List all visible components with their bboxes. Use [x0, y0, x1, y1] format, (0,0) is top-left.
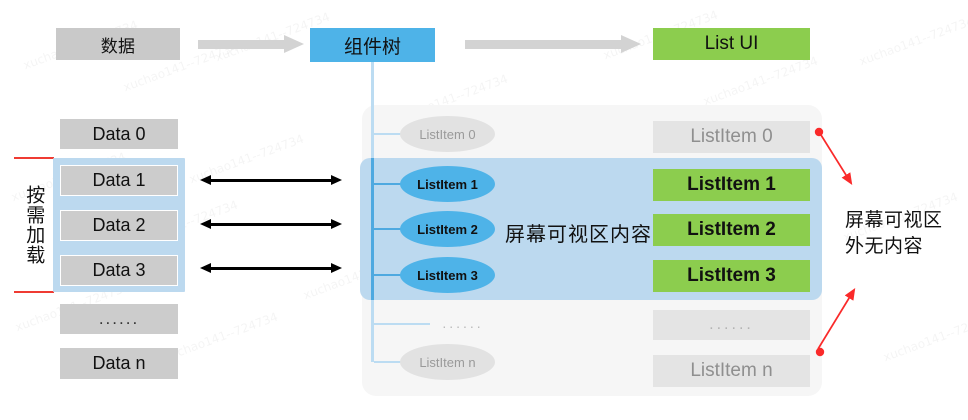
offscreen-note-line2: 外无内容 — [845, 235, 924, 257]
tree-branch-1 — [374, 183, 404, 185]
offscreen-note: 屏幕可视区 外无内容 — [845, 208, 960, 259]
tree-node-listitem-2[interactable]: ListItem 2 — [400, 211, 495, 247]
data-item-1[interactable]: Data 1 — [60, 165, 178, 196]
tree-trunk-viewport — [371, 158, 374, 300]
tree-node-listitem-3[interactable]: ListItem 3 — [400, 257, 495, 293]
callout-arrow-top — [814, 127, 853, 186]
data-item-n[interactable]: Data n — [60, 348, 178, 379]
data-item-3[interactable]: Data 3 — [60, 255, 178, 286]
ui-listitem-2[interactable]: ListItem 2 — [653, 214, 810, 246]
data-item-0[interactable]: Data 0 — [60, 119, 178, 149]
tree-node-listitem-0[interactable]: ListItem 0 — [400, 116, 495, 152]
sync-double-arrow-2 — [200, 219, 342, 230]
viewport-content-label: 屏幕可视区内容 — [505, 223, 652, 246]
tree-node-listitem-1[interactable]: ListItem 1 — [400, 166, 495, 202]
ui-listitem-3[interactable]: ListItem 3 — [653, 260, 810, 292]
tree-trunk-upper — [371, 62, 374, 158]
header-list-ui-box: List UI — [653, 28, 810, 60]
bracket-bottom-line — [14, 291, 54, 293]
sync-double-arrow-3 — [200, 263, 342, 274]
sync-double-arrow-1 — [200, 175, 342, 186]
tree-branch-0 — [374, 133, 404, 135]
on-demand-load-label: 按需加载 — [23, 185, 45, 265]
header-data-box: 数据 — [56, 28, 180, 60]
tree-branch-3 — [374, 274, 404, 276]
tree-branch-ellipsis — [374, 323, 430, 325]
header-component-tree-box: 组件树 — [310, 28, 435, 62]
tree-node-ellipsis: ...... — [442, 315, 484, 331]
tree-node-listitem-n[interactable]: ListItem n — [400, 344, 495, 380]
bracket-top-line — [14, 157, 54, 159]
offscreen-note-line1: 屏幕可视区 — [845, 210, 943, 231]
ui-listitem-ellipsis: ...... — [653, 310, 810, 340]
ui-listitem-1[interactable]: ListItem 1 — [653, 169, 810, 201]
gray-arrow-right-icon — [465, 35, 641, 53]
data-item-2[interactable]: Data 2 — [60, 210, 178, 241]
callout-arrow-bottom — [815, 287, 856, 357]
tree-branch-2 — [374, 228, 404, 230]
ui-listitem-0[interactable]: ListItem 0 — [653, 121, 810, 153]
gray-arrow-right-icon — [198, 35, 304, 53]
ui-listitem-n[interactable]: ListItem n — [653, 355, 810, 387]
tree-trunk-lower — [371, 300, 374, 362]
tree-branch-n — [374, 361, 404, 363]
data-item-ellipsis: ...... — [60, 304, 178, 334]
